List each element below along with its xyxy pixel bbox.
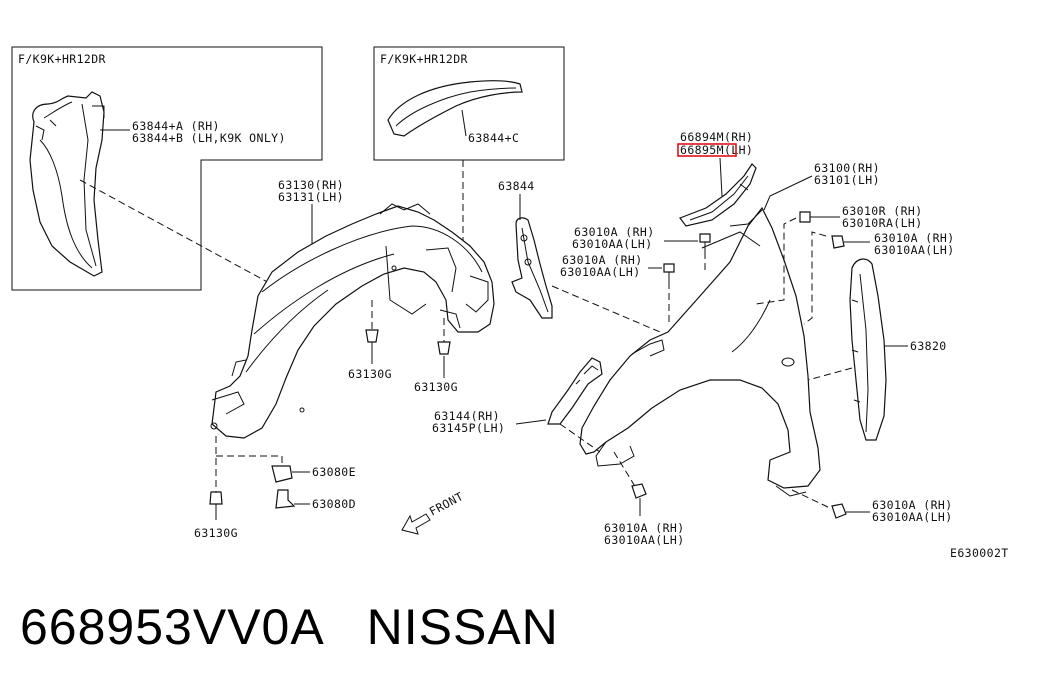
label-front: FRONT [427,489,466,519]
moulding-66894m [679,163,757,227]
clip-63130g-center [365,300,379,364]
inset-box-left: F/K9K+HR12DR 63844+A (RH) 63844+B (LH,K9… [11,46,323,291]
label-63010a-top-lh: 63010AA(LH) [572,237,653,251]
figure-code: E630002T [950,546,1009,560]
label-63010a-right-rh: 63010A (RH) [874,231,955,245]
inset-box-center: F/K9K+HR12DR 63844+C [373,46,565,161]
bolt-63010a-mid [663,263,675,326]
label-63010a-lower-right-lh: 63010AA(LH) [872,510,953,524]
inset-center-part: 63844+C [468,131,519,145]
bolt-63010a-bottom [613,451,647,516]
bracket-63144 [547,357,603,425]
label-63101: 63101(LH) [814,173,880,187]
clip-63080d [275,489,310,509]
clip-63130g-right [437,318,451,378]
label-63844: 63844 [498,179,535,193]
wheel-arch-liner [210,203,495,439]
label-63010a-bottom-rh: 63010A (RH) [604,521,685,535]
bracket-63844 [511,217,553,319]
clip-63130g-bottom [209,491,223,520]
label-63100: 63100(RH) [814,161,880,175]
bolt-63010a-lower-right [791,489,870,519]
front-arrow-icon [401,513,431,535]
front-fender [579,206,821,497]
inset-left-code: F/K9K+HR12DR [18,52,106,66]
fender-protector-c [387,80,523,137]
label-63131: 63131(LH) [278,190,344,204]
label-66895m: 66895M(LH) [680,143,753,157]
label-63010a-bottom-lh: 63010AA(LH) [604,533,685,547]
bolt-63010a-top [699,233,711,274]
label-63145p: 63145P(LH) [432,421,505,435]
highlight-box [677,143,737,157]
nut-63010r [755,211,840,305]
label-63010a-right-lh: 63010AA(LH) [874,243,955,257]
label-63010a-mid-rh: 63010A (RH) [562,253,643,267]
label-63010a-top-rh: 63010A (RH) [574,225,655,239]
label-63130g-right: 63130G [414,380,458,394]
label-63820: 63820 [910,339,947,353]
clip-63080e [271,465,310,483]
label-63130g-bottom: 63130G [194,526,238,540]
label-63010a-lower-right-rh: 63010A (RH) [872,498,953,512]
label-63080e: 63080E [312,465,356,479]
bolt-63010a-right [803,231,870,325]
seal-63820 [849,258,887,441]
inset-left-part-lh: 63844+B (LH,K9K ONLY) [132,131,286,145]
splash-shield-a-b [29,91,105,277]
label-63010a-mid-lh: 63010AA(LH) [560,265,641,279]
inset-left-part-rh: 63844+A (RH) [132,119,220,133]
label-63144: 63144(RH) [434,409,500,423]
part-number-title: 668953VV0A NISSAN [20,599,559,655]
label-63010ra: 63010RA(LH) [842,216,923,230]
label-63130: 63130(RH) [278,178,344,192]
inset-center-code: F/K9K+HR12DR [380,52,468,66]
label-63010r: 63010R (RH) [842,204,923,218]
label-66894m: 66894M(RH) [680,130,753,144]
label-63080d: 63080D [312,497,356,511]
label-63130g-center: 63130G [348,367,392,381]
